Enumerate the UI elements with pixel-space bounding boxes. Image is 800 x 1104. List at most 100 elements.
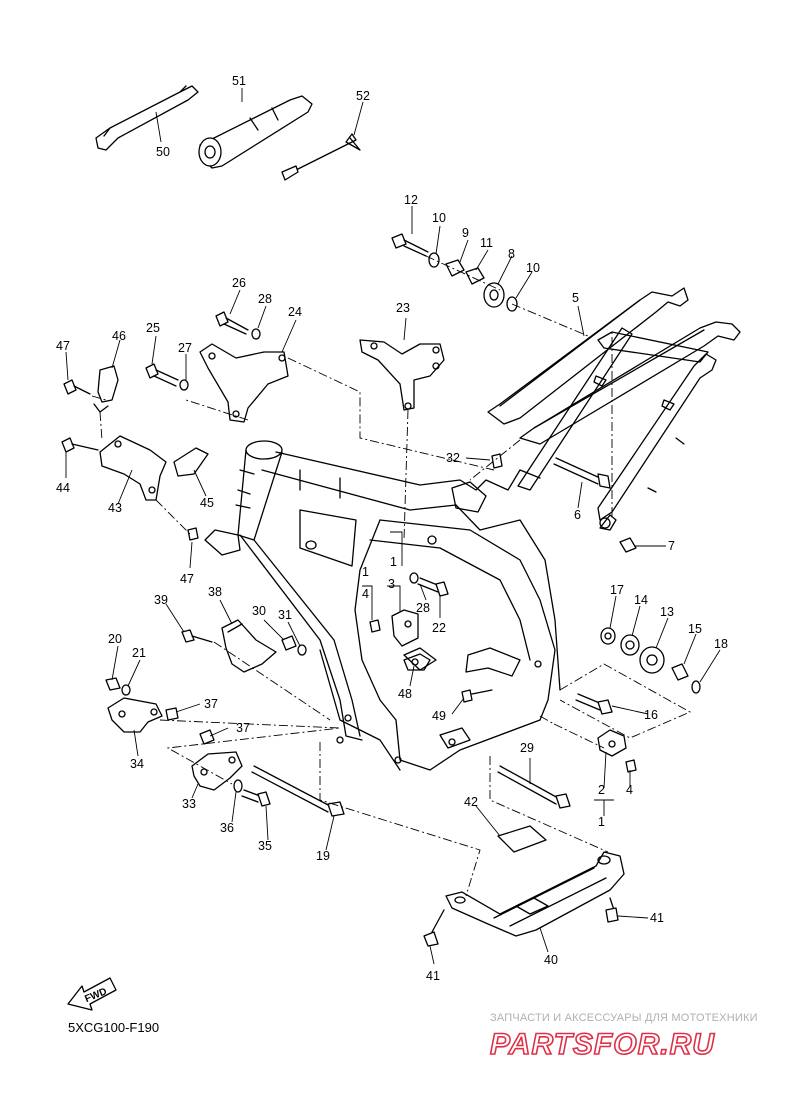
callout-34: 34 — [130, 757, 144, 771]
callout-28b: 28 — [416, 601, 430, 615]
pad-42 — [497, 825, 547, 853]
collar-14 — [620, 634, 640, 656]
washer-18 — [691, 680, 701, 694]
callout-15: 15 — [688, 622, 702, 636]
fwd-arrow-icon: FWD — [67, 977, 117, 1011]
callout-38: 38 — [208, 585, 222, 599]
clip-37a — [165, 707, 179, 721]
bolt-41-left — [423, 909, 445, 947]
callout-numbers: 50 51 52 12 10 9 11 8 10 5 26 28 24 23 2… — [56, 74, 728, 983]
callout-46: 46 — [112, 329, 126, 343]
bracket-2 — [597, 729, 627, 757]
callout-20: 20 — [108, 632, 122, 646]
nut-20 — [105, 677, 121, 691]
callout-27: 27 — [178, 341, 192, 355]
callout-41-left: 41 — [426, 969, 440, 983]
callout-9: 9 — [462, 226, 469, 240]
callout-13: 13 — [660, 605, 674, 619]
callout-47-lower: 47 — [180, 572, 194, 586]
callout-40: 40 — [544, 953, 558, 967]
fwd-label: FWD — [83, 986, 108, 1005]
callout-7: 7 — [668, 539, 675, 553]
callout-48: 48 — [398, 687, 412, 701]
callout-49: 49 — [432, 709, 446, 723]
callout-52: 52 — [356, 89, 370, 103]
diagram-code: 5XCG100-F190 — [68, 1020, 159, 1035]
socket-wrench — [198, 95, 313, 169]
callout-45: 45 — [200, 496, 214, 510]
callout-44: 44 — [56, 481, 70, 495]
bolt-32 — [491, 453, 503, 469]
callout-31: 31 — [278, 608, 292, 622]
bolt-49 — [461, 689, 493, 703]
callout-23: 23 — [396, 301, 410, 315]
collar-15 — [671, 663, 689, 681]
callout-2: 2 — [598, 783, 605, 797]
bolt-29 — [497, 765, 571, 809]
alignment-lines — [91, 255, 692, 897]
bolt-12 — [391, 233, 429, 257]
callout-24: 24 — [288, 305, 302, 319]
washer-28b — [409, 572, 419, 584]
bolt-47-upper — [63, 379, 91, 395]
callout-29: 29 — [520, 741, 534, 755]
callout-43: 43 — [108, 501, 122, 515]
callout-33: 33 — [182, 797, 196, 811]
bolt-6 — [553, 457, 611, 489]
callout-51: 51 — [232, 74, 246, 88]
washer-31 — [297, 644, 307, 656]
clip-37b — [199, 729, 215, 745]
callout-14: 14 — [634, 593, 648, 607]
callout-1b: 1 — [362, 565, 369, 579]
bolt-47-lower — [187, 527, 199, 541]
bolt-26 — [215, 311, 249, 335]
bolt-4b — [625, 759, 637, 773]
callout-35: 35 — [258, 839, 272, 853]
callout-22: 22 — [432, 621, 446, 635]
bracket-24 — [199, 343, 289, 423]
washer-36 — [233, 779, 243, 793]
skid-plate-40 — [445, 851, 625, 937]
callout-18: 18 — [714, 637, 728, 651]
bracket-48 — [403, 653, 431, 671]
bolt-44 — [61, 437, 99, 453]
watermark: ЗАПЧАСТИ И АКСЕССУАРЫ ДЛЯ МОТОТЕХНИКИ PA… — [489, 1012, 757, 1062]
callout-26: 26 — [232, 276, 246, 290]
bushing-13 — [639, 646, 665, 674]
callout-6: 6 — [574, 508, 581, 522]
callout-17: 17 — [610, 583, 624, 597]
footrest-45 — [173, 447, 209, 477]
nut-30 — [281, 635, 297, 651]
callout-3: 3 — [388, 577, 395, 591]
bushing-8 — [483, 282, 505, 308]
callout-28: 28 — [258, 292, 272, 306]
callout-1a: 1 — [390, 555, 397, 569]
bracket-3 — [391, 609, 419, 647]
washer-27 — [179, 379, 189, 391]
bracket-43 — [99, 435, 167, 501]
callout-10: 10 — [432, 211, 446, 225]
callout-41-right: 41 — [650, 911, 664, 925]
bolt-4a — [369, 619, 381, 633]
bolt-41-right — [605, 897, 619, 923]
bolt-25 — [145, 363, 179, 387]
callout-4a: 4 — [362, 587, 369, 601]
callout-32: 32 — [446, 451, 460, 465]
footrest-46 — [93, 365, 119, 413]
guard-38 — [221, 619, 277, 673]
bracket-33 — [191, 751, 243, 791]
callout-36: 36 — [220, 821, 234, 835]
callout-12: 12 — [404, 193, 418, 207]
bolt-7 — [619, 537, 637, 553]
washer-21 — [121, 684, 131, 696]
bolt-35 — [241, 789, 271, 807]
callout-37a: 37 — [204, 697, 218, 711]
bolt-22 — [417, 577, 449, 597]
leader-lines — [65, 88, 721, 965]
callout-11: 11 — [480, 236, 493, 250]
callout-25: 25 — [146, 321, 160, 335]
callout-39: 39 — [154, 593, 168, 607]
callout-47-upper: 47 — [56, 339, 70, 353]
bracket-34 — [107, 697, 163, 733]
